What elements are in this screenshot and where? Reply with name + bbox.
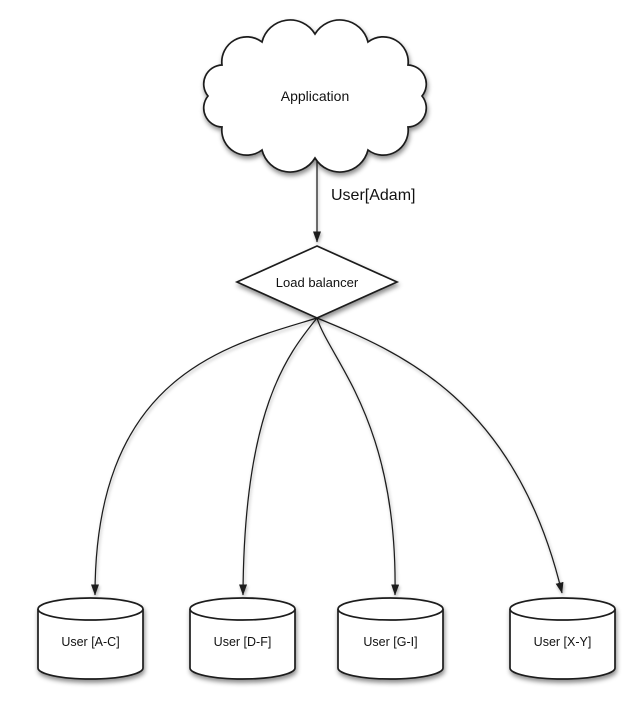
- shard-label: User [G-I]: [363, 635, 417, 649]
- cylinder-body: [37, 609, 144, 680]
- cloud-icon: [202, 19, 428, 173]
- cylinder-body: [509, 609, 616, 680]
- node-shard-x-y: User [X-Y]: [509, 597, 616, 680]
- cylinder-top: [509, 597, 616, 621]
- cylinder-top: [37, 597, 144, 621]
- edges-loadbalancer-to-shards: [91, 317, 564, 596]
- shard-label: User [X-Y]: [534, 635, 592, 649]
- edge-to-shard-g-i: [316, 317, 400, 596]
- diamond-icon: [234, 245, 400, 319]
- load-balancer-label: Load balancer: [276, 275, 359, 290]
- edge-to-shard-x-y: [316, 317, 564, 594]
- shard-label: User [A-C]: [61, 635, 119, 649]
- cylinder-body: [189, 609, 296, 680]
- node-load-balancer: Load balancer: [234, 245, 400, 319]
- edge-to-shard-a-c: [91, 317, 318, 596]
- shard-label: User [D-F]: [214, 635, 272, 649]
- node-shard-g-i: User [G-I]: [337, 597, 444, 680]
- node-shard-a-c: User [A-C]: [37, 597, 144, 680]
- cylinder-top: [337, 597, 444, 621]
- node-shard-d-f: User [D-F]: [189, 597, 296, 680]
- application-label: Application: [281, 88, 350, 104]
- cylinder-body: [337, 609, 444, 680]
- cylinder-top: [189, 597, 296, 621]
- node-application: Application: [202, 19, 428, 173]
- edge-flow-label: User[Adam]: [331, 187, 415, 204]
- edge-to-shard-d-f: [239, 317, 318, 596]
